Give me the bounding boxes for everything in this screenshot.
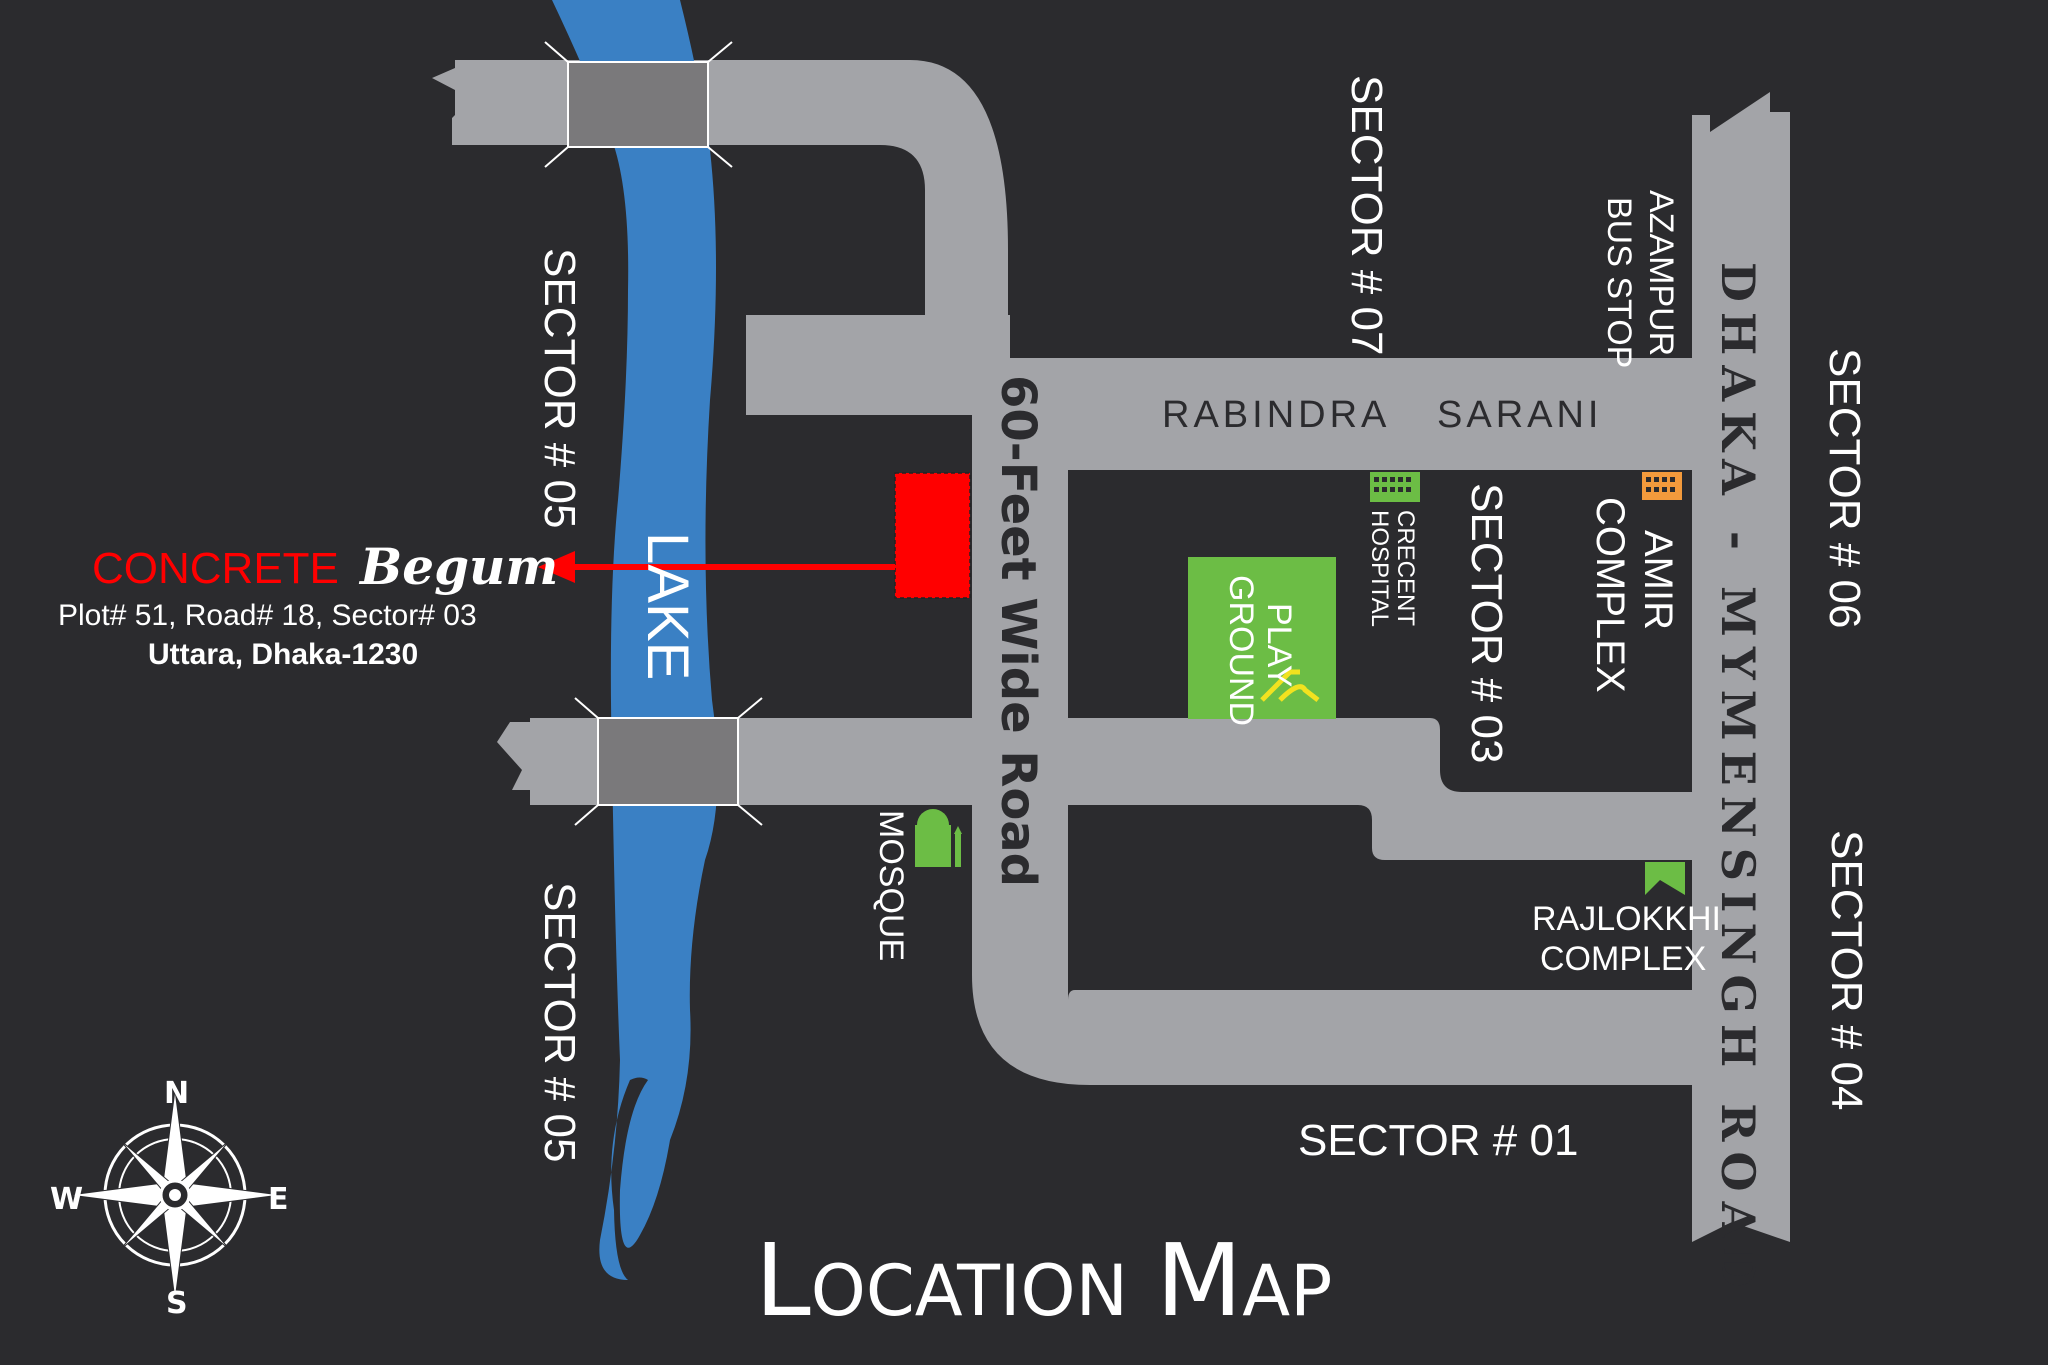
hospital-building-icon [1370, 472, 1420, 502]
dhaka-mymensingh-road [1692, 92, 1790, 1242]
rajlokkhi-label-line2: COMPLEX [1540, 940, 1706, 978]
bridge-bottom [574, 697, 763, 826]
project-name-label: Begum [358, 537, 558, 596]
amir-complex-building-icon [1642, 472, 1682, 500]
sector-05-bottom-label: SECTOR # 05 [535, 882, 584, 1162]
amir-complex-label-line1: AMIR [1636, 530, 1680, 630]
sector-05-top-label: SECTOR # 05 [535, 248, 584, 528]
azampur-label-line1: AZAMPUR [1642, 190, 1680, 356]
compass-south-label: S [166, 1286, 188, 1321]
lake [552, 0, 718, 1280]
map-title: LOCATION MAP [755, 1222, 1332, 1339]
play-ground-label-line1: PLAY [1260, 603, 1298, 687]
sector-07-label: SECTOR # 07 [1342, 75, 1391, 355]
project-site-marker [894, 472, 971, 599]
sector-04-label: SECTOR # 04 [1822, 830, 1871, 1110]
azampur-label-line2: BUS STOP [1600, 197, 1638, 368]
dhaka-mymensingh-road-label: DHAKA - MYMENSINGH ROAD [1711, 262, 1765, 1297]
rabindra-sarani-fill [1000, 358, 1700, 470]
title-rest-ap: AP [1242, 1250, 1332, 1332]
crecent-hospital-label-line2: HOSPITAL [1366, 510, 1393, 627]
title-initial-l: L [755, 1222, 811, 1339]
sector-03-label: SECTOR # 03 [1462, 483, 1511, 763]
project-brand-label: CONCRETE [92, 544, 339, 593]
lake-label: LAKE [635, 532, 700, 680]
mosque-icon [915, 809, 962, 867]
title-rest-ocation: OCATION [811, 1250, 1128, 1332]
feet60-road-label: 60-Feet Wide Road [990, 375, 1046, 887]
mosque-label: MOSQUE [872, 810, 910, 961]
play-ground-label-line2: GROUND [1222, 575, 1260, 726]
compass-west-label: W [50, 1182, 83, 1217]
project-address-line2: Uttara, Dhaka-1230 [148, 638, 418, 671]
compass-rose-icon [69, 1089, 281, 1301]
sector-01-label: SECTOR # 01 [1298, 1116, 1578, 1165]
bridge-top [544, 41, 733, 168]
sector-06-label: SECTOR # 06 [1820, 348, 1869, 628]
title-initial-m: M [1156, 1222, 1242, 1339]
project-address-line1: Plot# 51, Road# 18, Sector# 03 [58, 599, 477, 632]
rabindra-sarani-label-word1: RABINDRA [1162, 394, 1390, 436]
compass-east-label: E [268, 1182, 289, 1217]
middle-road [497, 718, 1708, 860]
playground-slide-icon [1260, 669, 1320, 702]
compass-north-label: N [164, 1076, 189, 1111]
project-pointer-arrowhead [538, 551, 575, 583]
connector-road [746, 315, 1010, 415]
crecent-hospital-label-line1: CRECENT [1392, 510, 1419, 626]
rajlokkhi-flag-icon [1645, 862, 1685, 895]
rabindra-sarani-label-word2: SARANI [1437, 394, 1602, 436]
amir-complex-label-line2: COMPLEX [1588, 497, 1632, 693]
rajlokkhi-label-line1: RAJLOKKHI [1532, 900, 1721, 938]
